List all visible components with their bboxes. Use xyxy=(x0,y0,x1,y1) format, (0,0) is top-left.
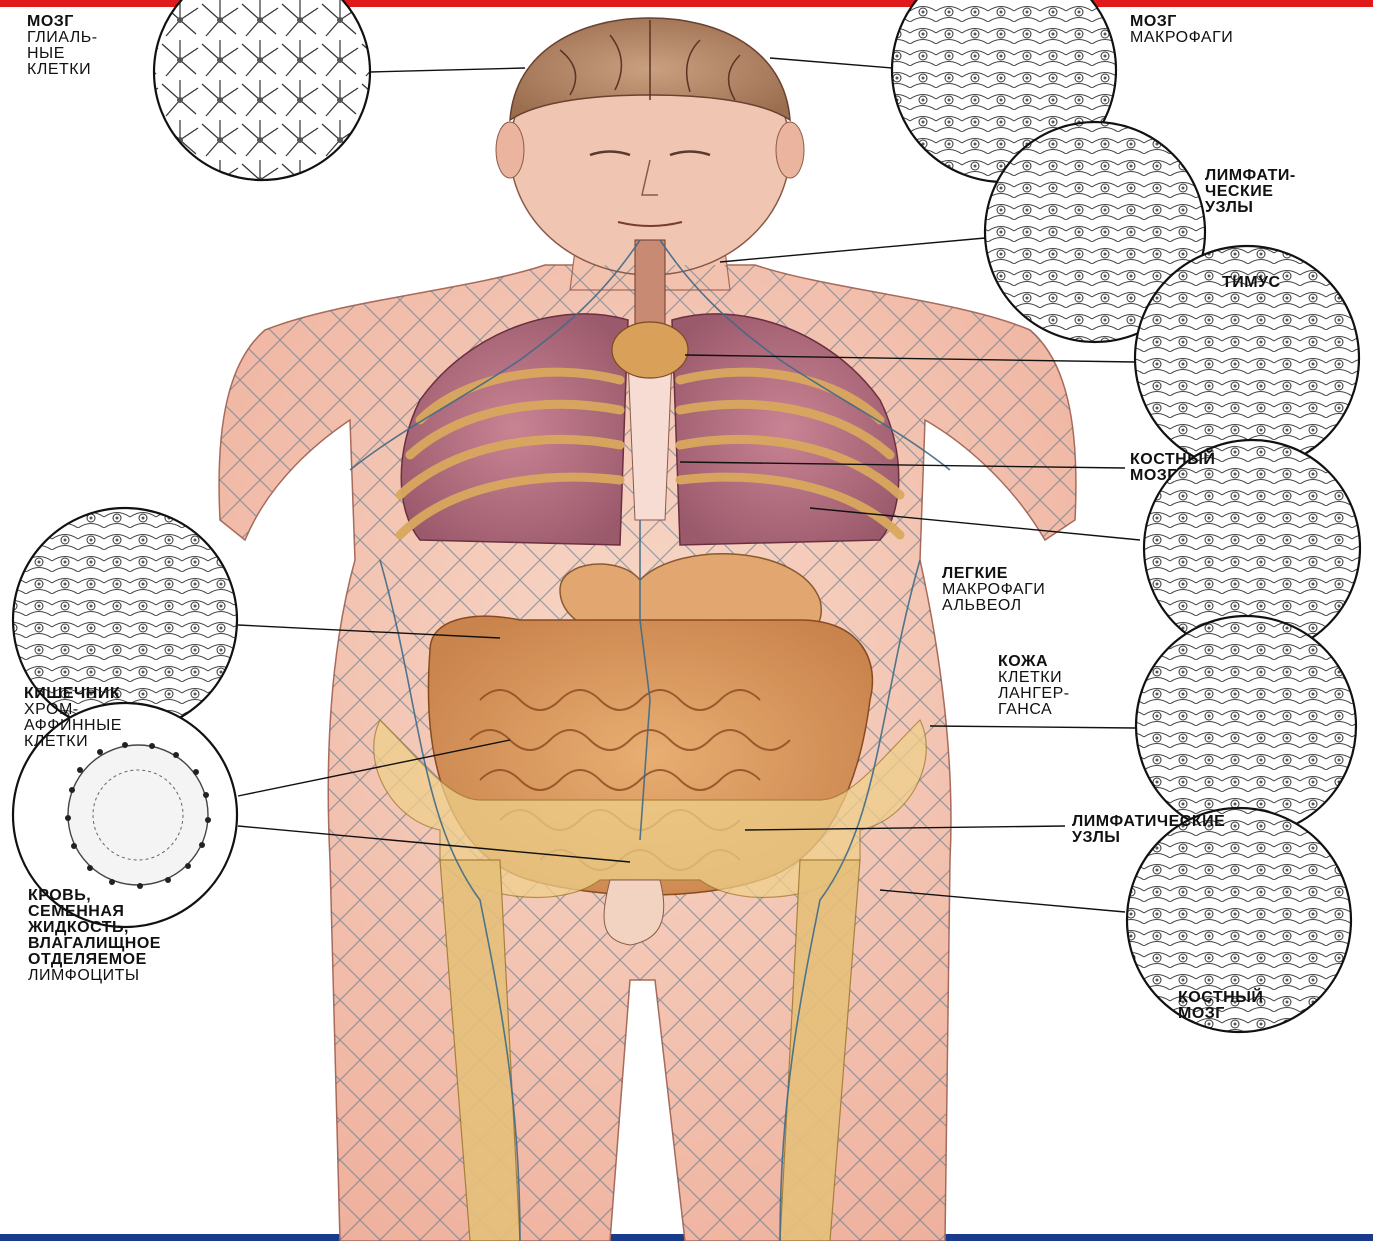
label-blood-line1: КРОВЬ, xyxy=(28,888,161,904)
label-lungs-sub1: МАКРОФАГИ xyxy=(942,582,1045,598)
label-lymph-nodes-lower: ЛИМФАТИЧЕСКИЕ УЗЛЫ xyxy=(1072,814,1225,846)
label-intestine-sub3: КЛЕТКИ xyxy=(24,734,122,750)
label-brain-glial-sub1: ГЛИАЛЬ- xyxy=(27,30,98,46)
label-bone-marrow-lower-line1: КОСТНЫЙ xyxy=(1178,990,1263,1006)
label-thymus-title: ТИМУС xyxy=(1222,275,1281,291)
label-skin: КОЖА КЛЕТКИ ЛАНГЕР- ГАНСА xyxy=(998,654,1070,718)
label-intestine-title: КИШЕЧНИК xyxy=(24,686,122,702)
label-bone-marrow-lower: КОСТНЫЙ МОЗГ xyxy=(1178,990,1263,1022)
pointer-brain-macrophages xyxy=(770,58,892,68)
label-lymph-lower-line1: ЛИМФАТИЧЕСКИЕ xyxy=(1072,814,1225,830)
label-bone-marrow-upper-line2: МОЗГ xyxy=(1130,468,1215,484)
label-bone-marrow-upper: КОСТНЫЙ МОЗГ xyxy=(1130,452,1215,484)
label-brain-glial-title: МОЗГ xyxy=(27,14,98,30)
pointer-skin xyxy=(930,726,1135,728)
label-lymph-lower-line2: УЗЛЫ xyxy=(1072,830,1225,846)
micro-skin xyxy=(1136,616,1356,836)
label-intestine: КИШЕЧНИК ХРОМ- АФФИННЫЕ КЛЕТКИ xyxy=(24,686,122,750)
label-brain-macrophages: МОЗГ МАКРОФАГИ xyxy=(1130,14,1233,46)
pointer-lymph-upper xyxy=(720,238,985,262)
label-lymph-nodes-upper: ЛИМФАТИ- ЧЕСКИЕ УЗЛЫ xyxy=(1205,168,1296,216)
label-blood-sub1: ЛИМФОЦИТЫ xyxy=(28,968,161,984)
label-thymus: ТИМУС xyxy=(1222,275,1281,291)
label-intestine-sub1: ХРОМ- xyxy=(24,702,122,718)
label-lungs-title: ЛЕГКИЕ xyxy=(942,566,1045,582)
label-blood-line3: ЖИДКОСТЬ, xyxy=(28,920,161,936)
label-blood-line4: ВЛАГАЛИЩНОЕ xyxy=(28,936,161,952)
label-bone-marrow-upper-line1: КОСТНЫЙ xyxy=(1130,452,1215,468)
label-brain-macrophages-title: МОЗГ xyxy=(1130,14,1233,30)
label-skin-sub1: КЛЕТКИ xyxy=(998,670,1070,686)
label-lungs: ЛЕГКИЕ МАКРОФАГИ АЛЬВЕОЛ xyxy=(942,566,1045,614)
label-brain-glial: МОЗГ ГЛИАЛЬ- НЫЕ КЛЕТКИ xyxy=(27,14,98,78)
label-brain-glial-sub3: КЛЕТКИ xyxy=(27,62,98,78)
label-blood-line5: ОТДЕЛЯЕМОЕ xyxy=(28,952,161,968)
label-lymph-upper-line2: ЧЕСКИЕ xyxy=(1205,184,1296,200)
thymus-organ xyxy=(612,322,688,378)
label-lungs-sub2: АЛЬВЕОЛ xyxy=(942,598,1045,614)
sternum xyxy=(628,360,672,520)
label-bone-marrow-lower-line2: МОЗГ xyxy=(1178,1006,1263,1022)
micro-brain-glial xyxy=(154,0,370,180)
label-intestine-sub2: АФФИННЫЕ xyxy=(24,718,122,734)
label-lymph-upper-line1: ЛИМФАТИ- xyxy=(1205,168,1296,184)
label-skin-title: КОЖА xyxy=(998,654,1070,670)
label-skin-sub3: ГАНСА xyxy=(998,702,1070,718)
label-skin-sub2: ЛАНГЕР- xyxy=(998,686,1070,702)
pointer-brain-glial xyxy=(370,68,525,72)
label-brain-glial-sub2: НЫЕ xyxy=(27,46,98,62)
label-brain-macrophages-sub1: МАКРОФАГИ xyxy=(1130,30,1233,46)
label-lymph-upper-line3: УЗЛЫ xyxy=(1205,200,1296,216)
label-blood-line2: СЕМЕННАЯ xyxy=(28,904,161,920)
label-blood: КРОВЬ, СЕМЕННАЯ ЖИДКОСТЬ, ВЛАГАЛИЩНОЕ ОТ… xyxy=(28,888,161,984)
